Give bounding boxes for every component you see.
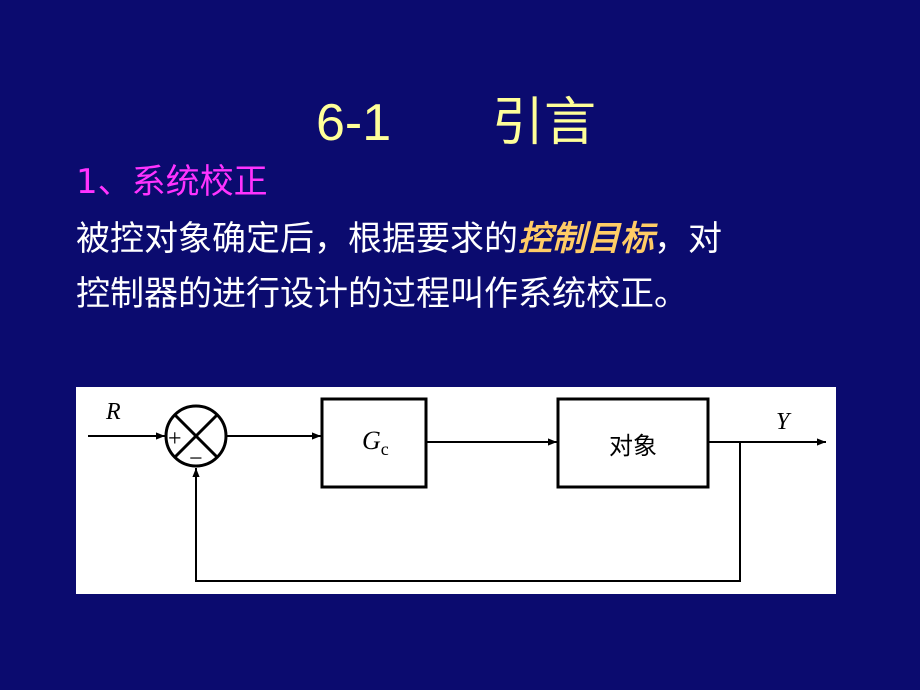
input-label: R: [105, 399, 121, 425]
output-label: Y: [776, 409, 792, 435]
slide-title: 6-1 引言: [0, 88, 920, 158]
title-number: 6-1: [316, 94, 392, 152]
control-target-emphasis: 控制目标: [518, 219, 654, 259]
minus-sign: −: [189, 446, 203, 472]
paragraph-line-1: 被控对象确定后，根据要求的控制目标，对: [76, 212, 876, 267]
plus-sign: +: [168, 426, 182, 452]
section-paragraph: 被控对象确定后，根据要求的控制目标，对 控制器的进行设计的过程叫作系统校正。: [76, 212, 876, 322]
controller-symbol: G: [362, 426, 381, 455]
paragraph-line-2: 控制器的进行设计的过程叫作系统校正。: [76, 274, 688, 314]
line1-before: 被控对象确定后，根据要求的: [76, 219, 518, 259]
controller-subscript: c: [381, 439, 389, 459]
controller-label: Gc: [362, 426, 389, 459]
plant-label: 对象: [609, 432, 657, 460]
block-diagram-svg: R + − Gc 对象 Y: [88, 397, 826, 582]
block-diagram: R + − Gc 对象 Y: [76, 387, 836, 594]
line1-after: ，对: [654, 219, 722, 259]
section-heading: 1、系统校正: [76, 162, 268, 202]
summing-junction: + −: [164, 404, 228, 472]
controller-block: [320, 397, 428, 489]
title-text: 引言: [492, 94, 597, 152]
feedback-path: [192, 442, 741, 582]
plant-block: [556, 397, 710, 489]
